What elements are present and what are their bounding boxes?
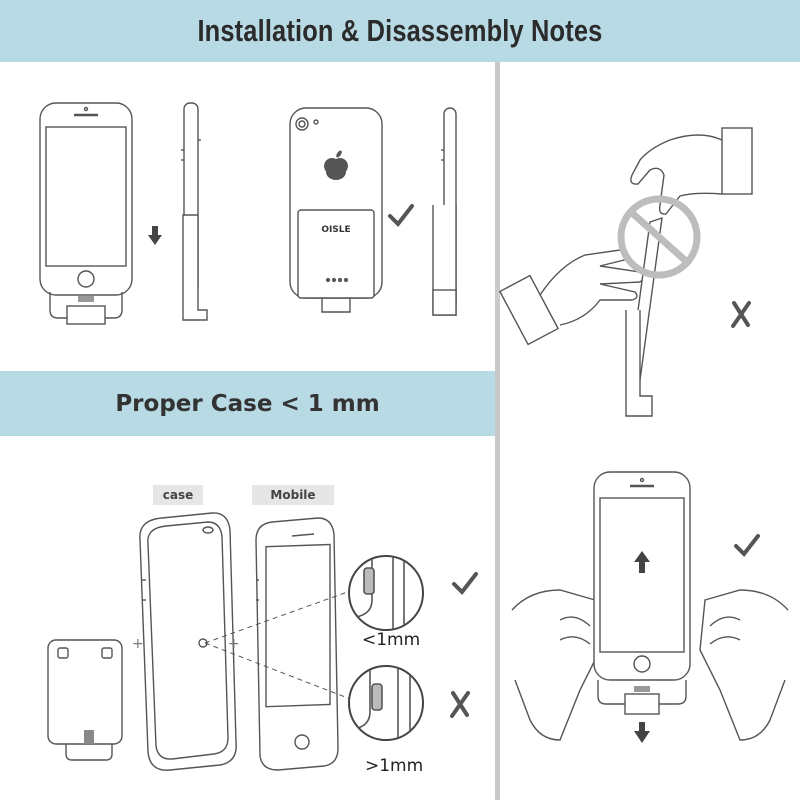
plus-sign-1: + xyxy=(132,636,144,652)
thick-gap-label: >1mm xyxy=(365,756,424,776)
thin-gap-magnifier xyxy=(348,555,424,631)
hands-holding-illustration xyxy=(511,589,789,741)
page-title: Installation & Disassembly Notes xyxy=(197,13,603,48)
mobile-phone-outline xyxy=(255,517,339,771)
mobile-tag: Mobile xyxy=(252,485,334,505)
check-icon xyxy=(734,534,760,558)
section-title: Proper Case < 1 mm xyxy=(115,390,380,417)
phone-front-with-dock xyxy=(39,102,133,325)
cross-icon xyxy=(731,301,751,328)
phone-back-with-case xyxy=(289,107,383,313)
arrow-up-icon xyxy=(634,551,650,573)
section-band: Proper Case < 1 mm xyxy=(0,371,495,436)
arrow-down-icon xyxy=(634,722,650,743)
thick-gap-magnifier xyxy=(348,665,424,741)
case-tag: case xyxy=(153,485,203,505)
plus-sign-2: + xyxy=(228,636,240,652)
phone-upright xyxy=(593,471,691,715)
check-icon xyxy=(388,204,414,228)
prohibit-icon xyxy=(617,195,701,279)
battery-dock-unit xyxy=(47,639,123,761)
phone-side-with-case xyxy=(432,107,457,316)
thin-gap-label: <1mm xyxy=(362,630,421,650)
header-banner: Installation & Disassembly Notes xyxy=(0,0,800,62)
phone-side-with-dock xyxy=(181,102,208,321)
column-divider xyxy=(495,62,500,800)
phone-case-outline xyxy=(139,512,237,771)
apple-logo-icon xyxy=(324,150,348,180)
case-logo: OISLE xyxy=(321,225,350,235)
tilted-phone xyxy=(625,216,663,417)
cross-icon xyxy=(450,691,470,718)
measure-point xyxy=(198,638,208,648)
check-icon xyxy=(452,572,478,596)
arrow-down-icon xyxy=(148,226,162,245)
